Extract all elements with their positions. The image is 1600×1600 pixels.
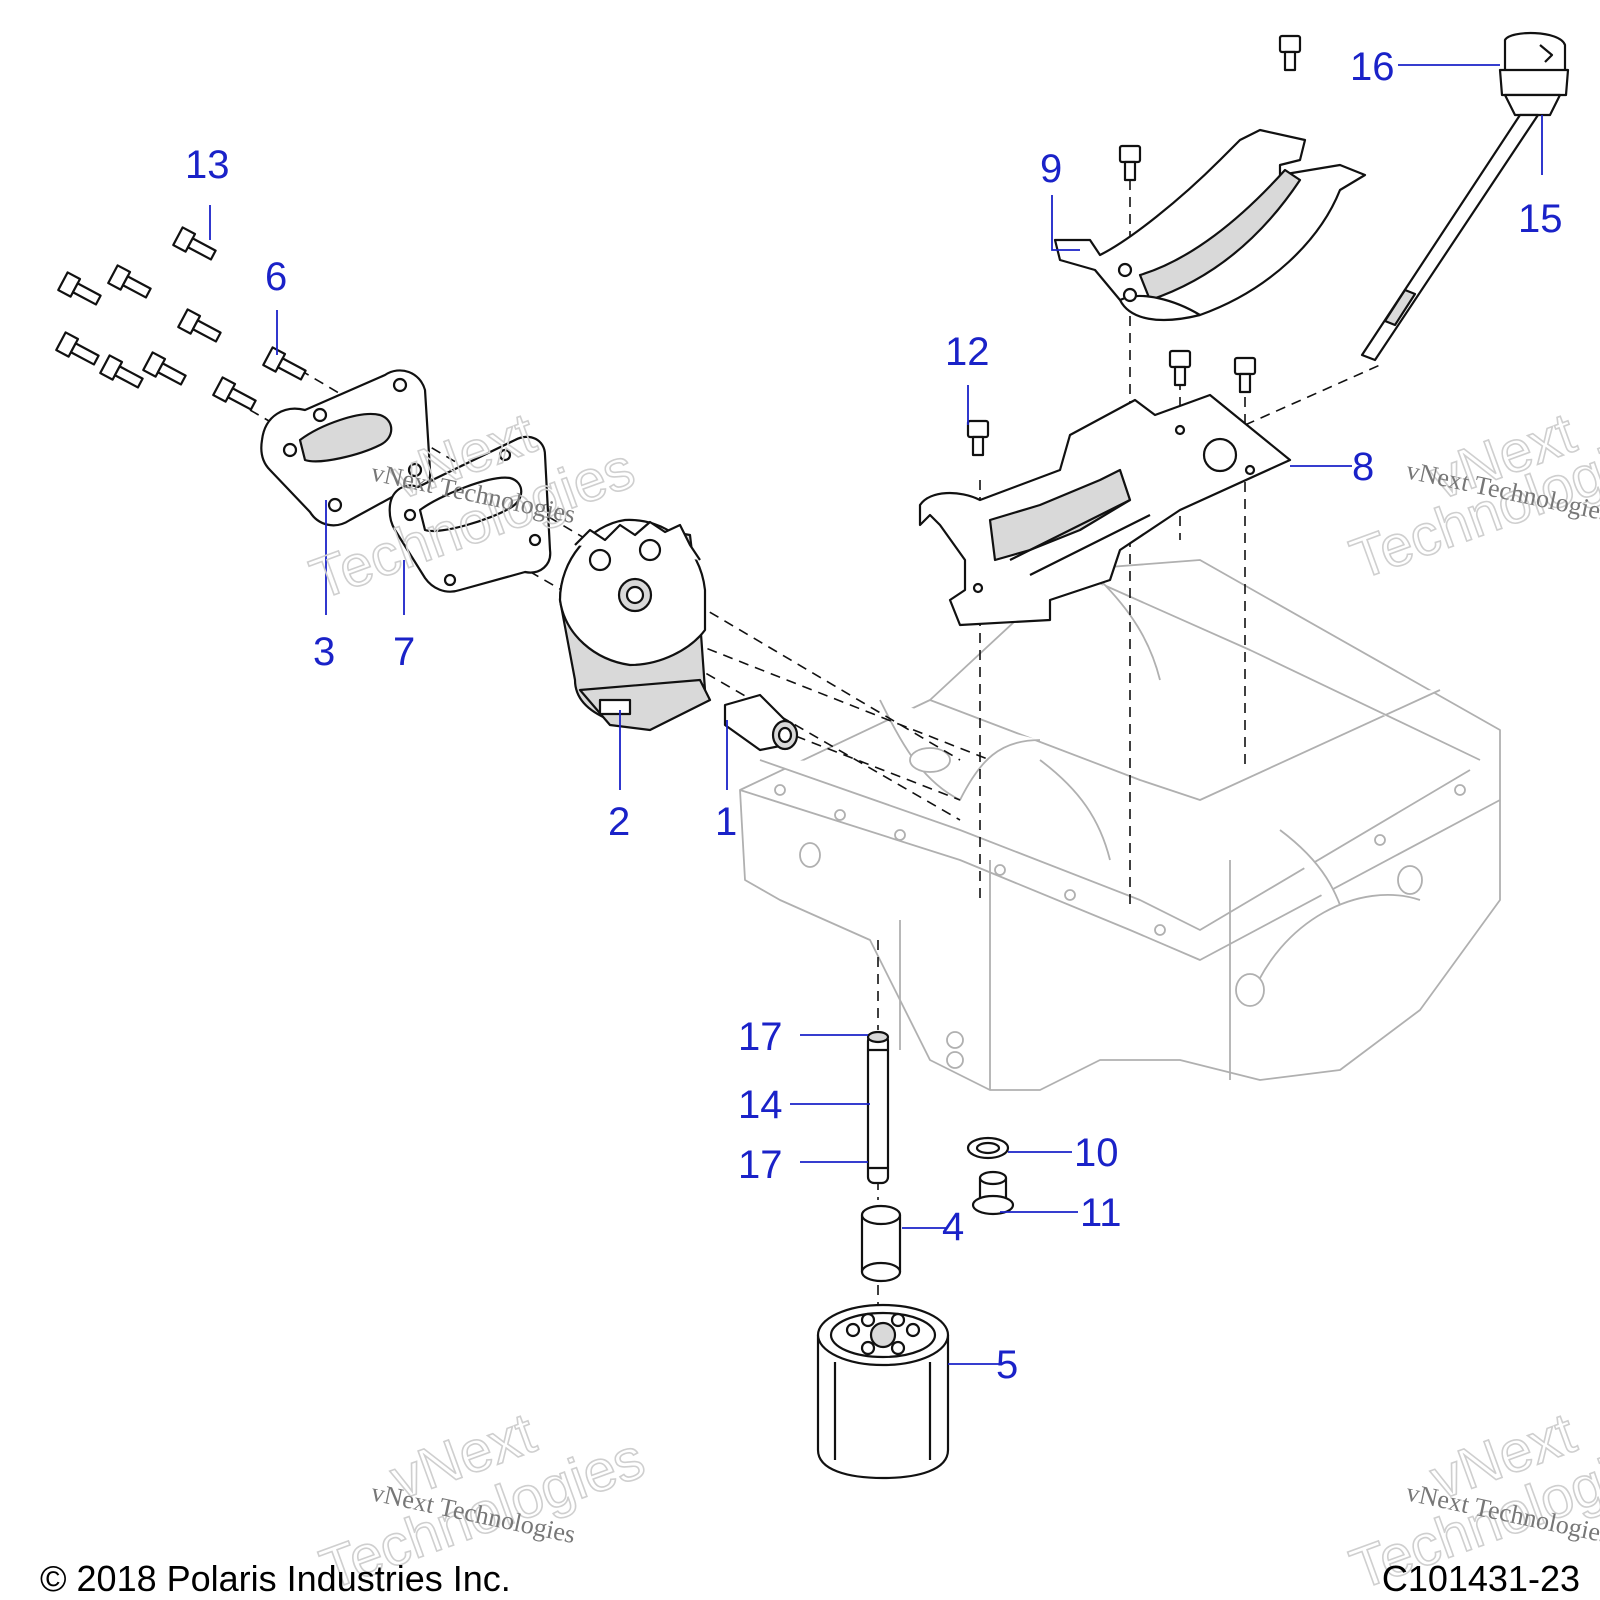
callout-12: 12 [945,330,990,374]
bolt-set [55,226,307,411]
diagram-number: C101431-23 [1381,1558,1580,1599]
oil-pump-body [558,518,712,732]
callout-4: 4 [942,1205,964,1249]
callout-1: 1 [715,800,737,844]
crankcase-outline [739,559,1501,1091]
callout-8: 8 [1352,445,1374,489]
callout-3: 3 [313,630,335,674]
callout-5: 5 [996,1343,1018,1387]
oil-filter [816,1303,950,1480]
oil-pump-coupler [723,693,799,752]
oil-dipstick [1360,31,1570,362]
callout-labels: 1 2 3 4 5 6 7 8 9 10 11 12 13 14 15 16 1… [185,45,1563,1387]
filter-adapter [860,1204,902,1283]
drain-plug [971,1170,1015,1216]
oil-pump-cover [260,369,432,527]
oil-pump-gasket [388,435,552,593]
watermark-right: vNext Technologies vNext Technologies [1341,400,1600,593]
callout-leaders [209,64,1543,1365]
callout-17-upper: 17 [738,1015,783,1059]
callout-2: 2 [608,800,630,844]
callout-6: 6 [265,255,287,299]
callout-17-lower: 17 [738,1143,783,1187]
callout-10: 10 [1074,1131,1119,1175]
drain-washer [966,1136,1010,1160]
cap-screws [966,34,1302,457]
callout-7: 7 [393,630,415,674]
callout-13: 13 [185,143,230,187]
callout-11: 11 [1080,1191,1122,1235]
callout-9: 9 [1040,147,1062,191]
callout-16: 16 [1350,45,1395,89]
callout-14: 14 [738,1083,783,1127]
oil-pickup-tube [866,1030,890,1185]
oil-baffle-plate [918,393,1292,627]
oil-strainer-bracket [1053,128,1367,322]
copyright-notice: © 2018 Polaris Industries Inc. [40,1558,511,1599]
callout-15: 15 [1518,197,1563,241]
